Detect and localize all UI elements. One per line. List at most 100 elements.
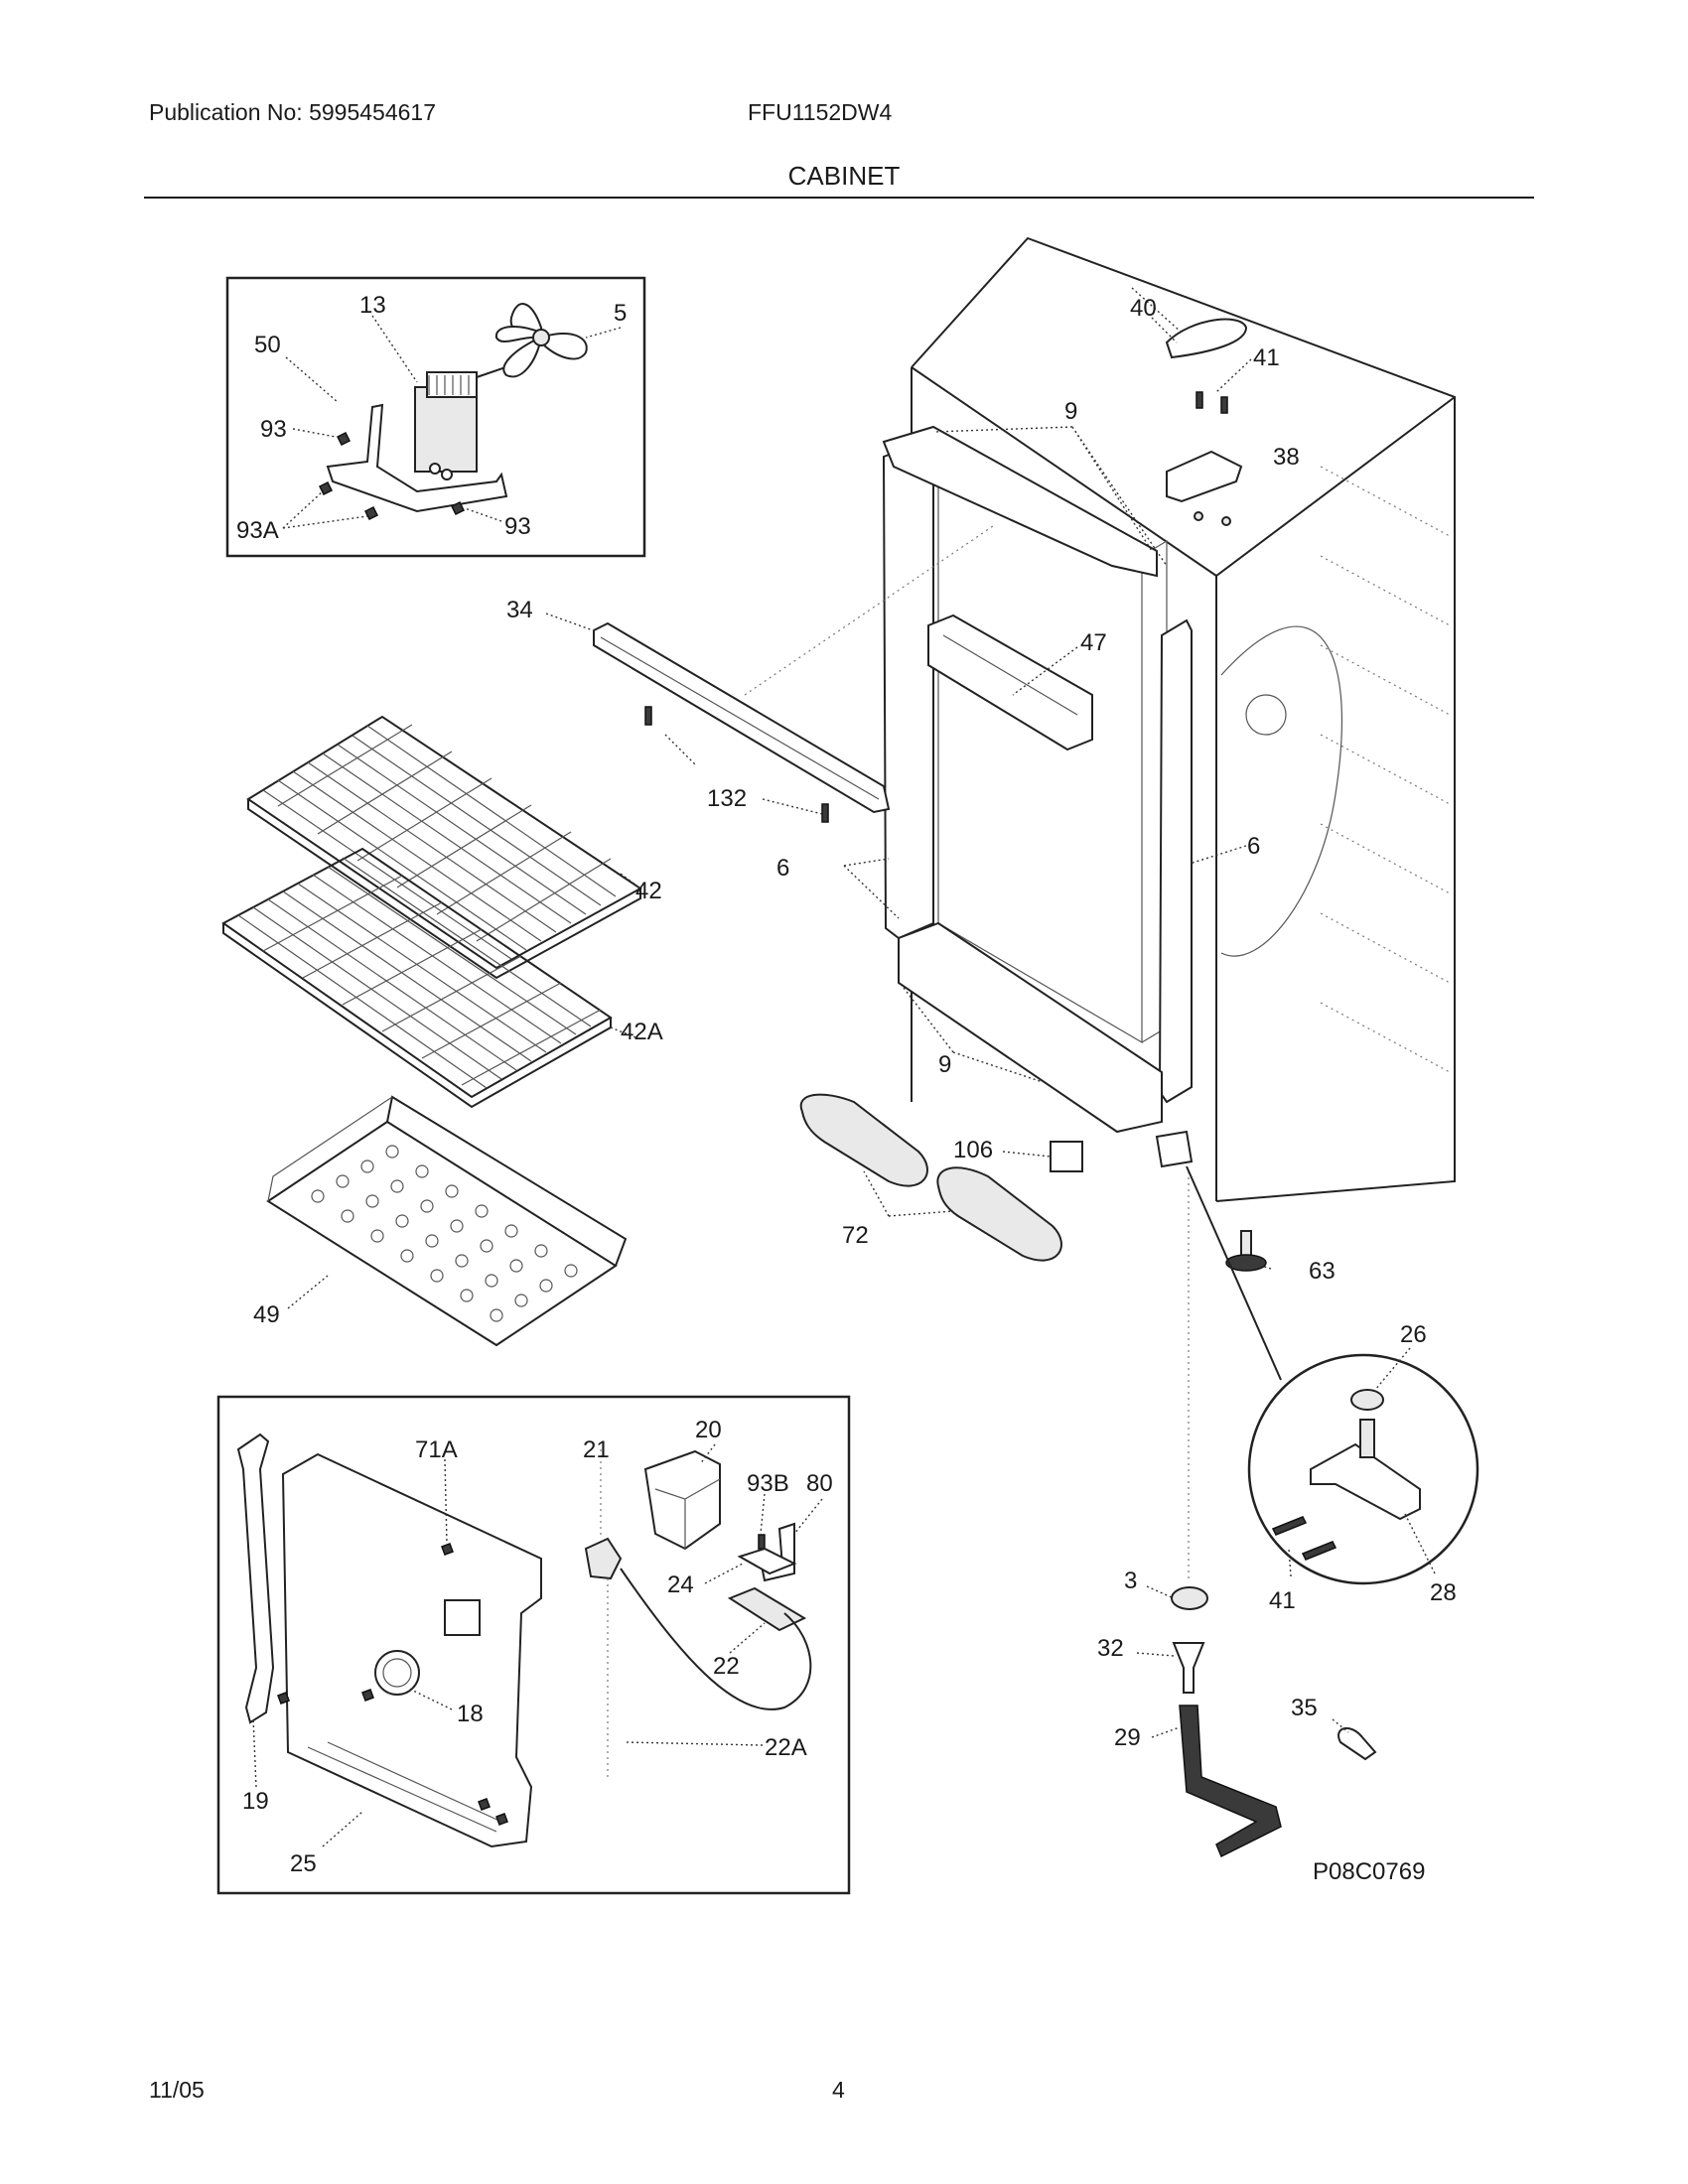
grille-right xyxy=(936,1166,1062,1262)
part-label-3: 3 xyxy=(1124,1568,1137,1594)
panel-screw xyxy=(495,1813,508,1826)
part-label-71A: 71A xyxy=(415,1436,458,1463)
fan-motor-inset: 13 5 50 93 93A 93 xyxy=(225,276,646,558)
thermostat-cover xyxy=(643,1449,721,1551)
door-gasket-left xyxy=(882,440,934,940)
part-label-20: 20 xyxy=(695,1417,722,1443)
hinge-detail-screw xyxy=(1301,1541,1337,1561)
page-number: 4 xyxy=(832,2077,845,2103)
hinge-pin xyxy=(1359,1419,1375,1458)
wire-shelf-top: 42 xyxy=(246,715,662,980)
part-label-106: 106 xyxy=(953,1137,993,1163)
hinge-bushing xyxy=(1350,1389,1384,1411)
part-label-80: 80 xyxy=(806,1470,833,1497)
model-number: FFU1152DW4 xyxy=(748,99,893,125)
breaker-strip xyxy=(593,621,891,814)
fan-blade xyxy=(494,303,588,378)
part-label-9-bottom: 9 xyxy=(938,1051,951,1078)
drain-plug xyxy=(1171,1586,1208,1610)
part-label-47: 47 xyxy=(1080,629,1107,656)
panel-screw xyxy=(478,1798,491,1811)
part-label-25: 25 xyxy=(290,1850,317,1877)
part-label-29: 29 xyxy=(1114,1724,1141,1751)
light-housing xyxy=(727,1586,807,1632)
drain-clip xyxy=(1337,1727,1377,1761)
part-label-6-right: 6 xyxy=(1247,833,1260,860)
evaporator-cover xyxy=(281,1452,542,1848)
part-label-28: 28 xyxy=(1430,1579,1457,1606)
panel-screw xyxy=(361,1689,374,1702)
door-gasket-right xyxy=(1158,618,1193,1104)
part-label-24: 24 xyxy=(667,1571,694,1598)
control-panel-inset: 71A 21 20 93B 80 24 22 22A 18 19 25 xyxy=(216,1395,851,1895)
part-label-35: 35 xyxy=(1291,1695,1318,1721)
grille-left xyxy=(799,1093,928,1187)
side-trim xyxy=(236,1433,275,1724)
part-label-38: 38 xyxy=(1273,444,1300,471)
door-gasket-bottom xyxy=(898,921,1163,1134)
drain-assembly: 3 32 29 35 xyxy=(1097,1568,1377,1858)
top-hinge xyxy=(1166,450,1243,503)
section-title: CABINET xyxy=(787,161,901,191)
thermostat xyxy=(584,1537,623,1580)
part-label-41: 41 xyxy=(1253,344,1280,371)
part-label-22A: 22A xyxy=(765,1734,807,1761)
bottom-plate xyxy=(1050,1141,1083,1172)
part-label-5: 5 xyxy=(614,300,627,327)
panel-screw xyxy=(277,1692,290,1705)
revision-date: 11/05 xyxy=(149,2077,205,2103)
diagram-code: P08C0769 xyxy=(1313,1858,1425,1885)
part-label-50: 50 xyxy=(254,332,281,358)
panel-screw xyxy=(441,1543,454,1556)
screw-93-top xyxy=(336,431,352,447)
screw-93A-left xyxy=(318,480,334,496)
part-label-32: 32 xyxy=(1097,1635,1124,1662)
part-label-6-left: 6 xyxy=(776,855,789,882)
part-label-93B: 93B xyxy=(747,1470,789,1497)
part-label-9-top: 9 xyxy=(1064,398,1077,425)
hinge-cover xyxy=(1165,318,1248,359)
screw-93-bottom xyxy=(450,500,466,516)
panel-opening xyxy=(444,1599,481,1636)
part-label-42: 42 xyxy=(635,878,662,904)
part-label-22: 22 xyxy=(713,1653,740,1680)
part-label-72: 72 xyxy=(842,1222,869,1249)
part-label-19: 19 xyxy=(242,1788,269,1815)
freezer-basket: 49 xyxy=(253,1095,628,1347)
grommet xyxy=(374,1650,420,1696)
strip-screw xyxy=(821,803,829,823)
part-label-93-bottom: 93 xyxy=(504,513,531,540)
part-label-18: 18 xyxy=(457,1701,484,1727)
publication-number: Publication No: 5995454617 xyxy=(149,99,437,125)
hinge-screw xyxy=(1196,391,1203,409)
cabinet-rail xyxy=(927,614,1093,751)
part-label-132: 132 xyxy=(707,785,747,812)
header-rule xyxy=(144,197,1534,199)
drain-funnel xyxy=(1172,1642,1205,1694)
door-gasket-top xyxy=(882,425,1158,578)
part-label-42A: 42A xyxy=(621,1019,663,1045)
part-label-93: 93 xyxy=(260,416,287,443)
part-label-21: 21 xyxy=(583,1436,610,1463)
hinge-screw xyxy=(1220,396,1228,414)
breaker-strip-assembly: 34 132 xyxy=(506,525,994,823)
part-label-34: 34 xyxy=(506,597,533,623)
motor-bracket xyxy=(326,403,508,513)
screw-93B xyxy=(758,1534,766,1550)
part-label-41-detail: 41 xyxy=(1269,1587,1296,1614)
cabinet-body: 40 41 38 9 47 6 6 9 106 72 63 xyxy=(776,236,1456,1578)
part-label-13: 13 xyxy=(359,292,386,319)
part-label-40: 40 xyxy=(1130,295,1157,322)
part-label-93A: 93A xyxy=(236,517,279,544)
strip-screw xyxy=(644,706,652,726)
wire-shelf-bottom: 42A xyxy=(221,847,663,1109)
part-label-26: 26 xyxy=(1400,1321,1427,1348)
hinge-detail-screw xyxy=(1271,1516,1308,1536)
leveling-leg-base xyxy=(1225,1254,1267,1272)
clip-24 xyxy=(737,1547,797,1575)
screw-93A-right xyxy=(363,505,379,521)
part-label-63: 63 xyxy=(1309,1258,1336,1285)
part-label-49: 49 xyxy=(253,1301,280,1328)
drain-tube xyxy=(1179,1705,1282,1858)
